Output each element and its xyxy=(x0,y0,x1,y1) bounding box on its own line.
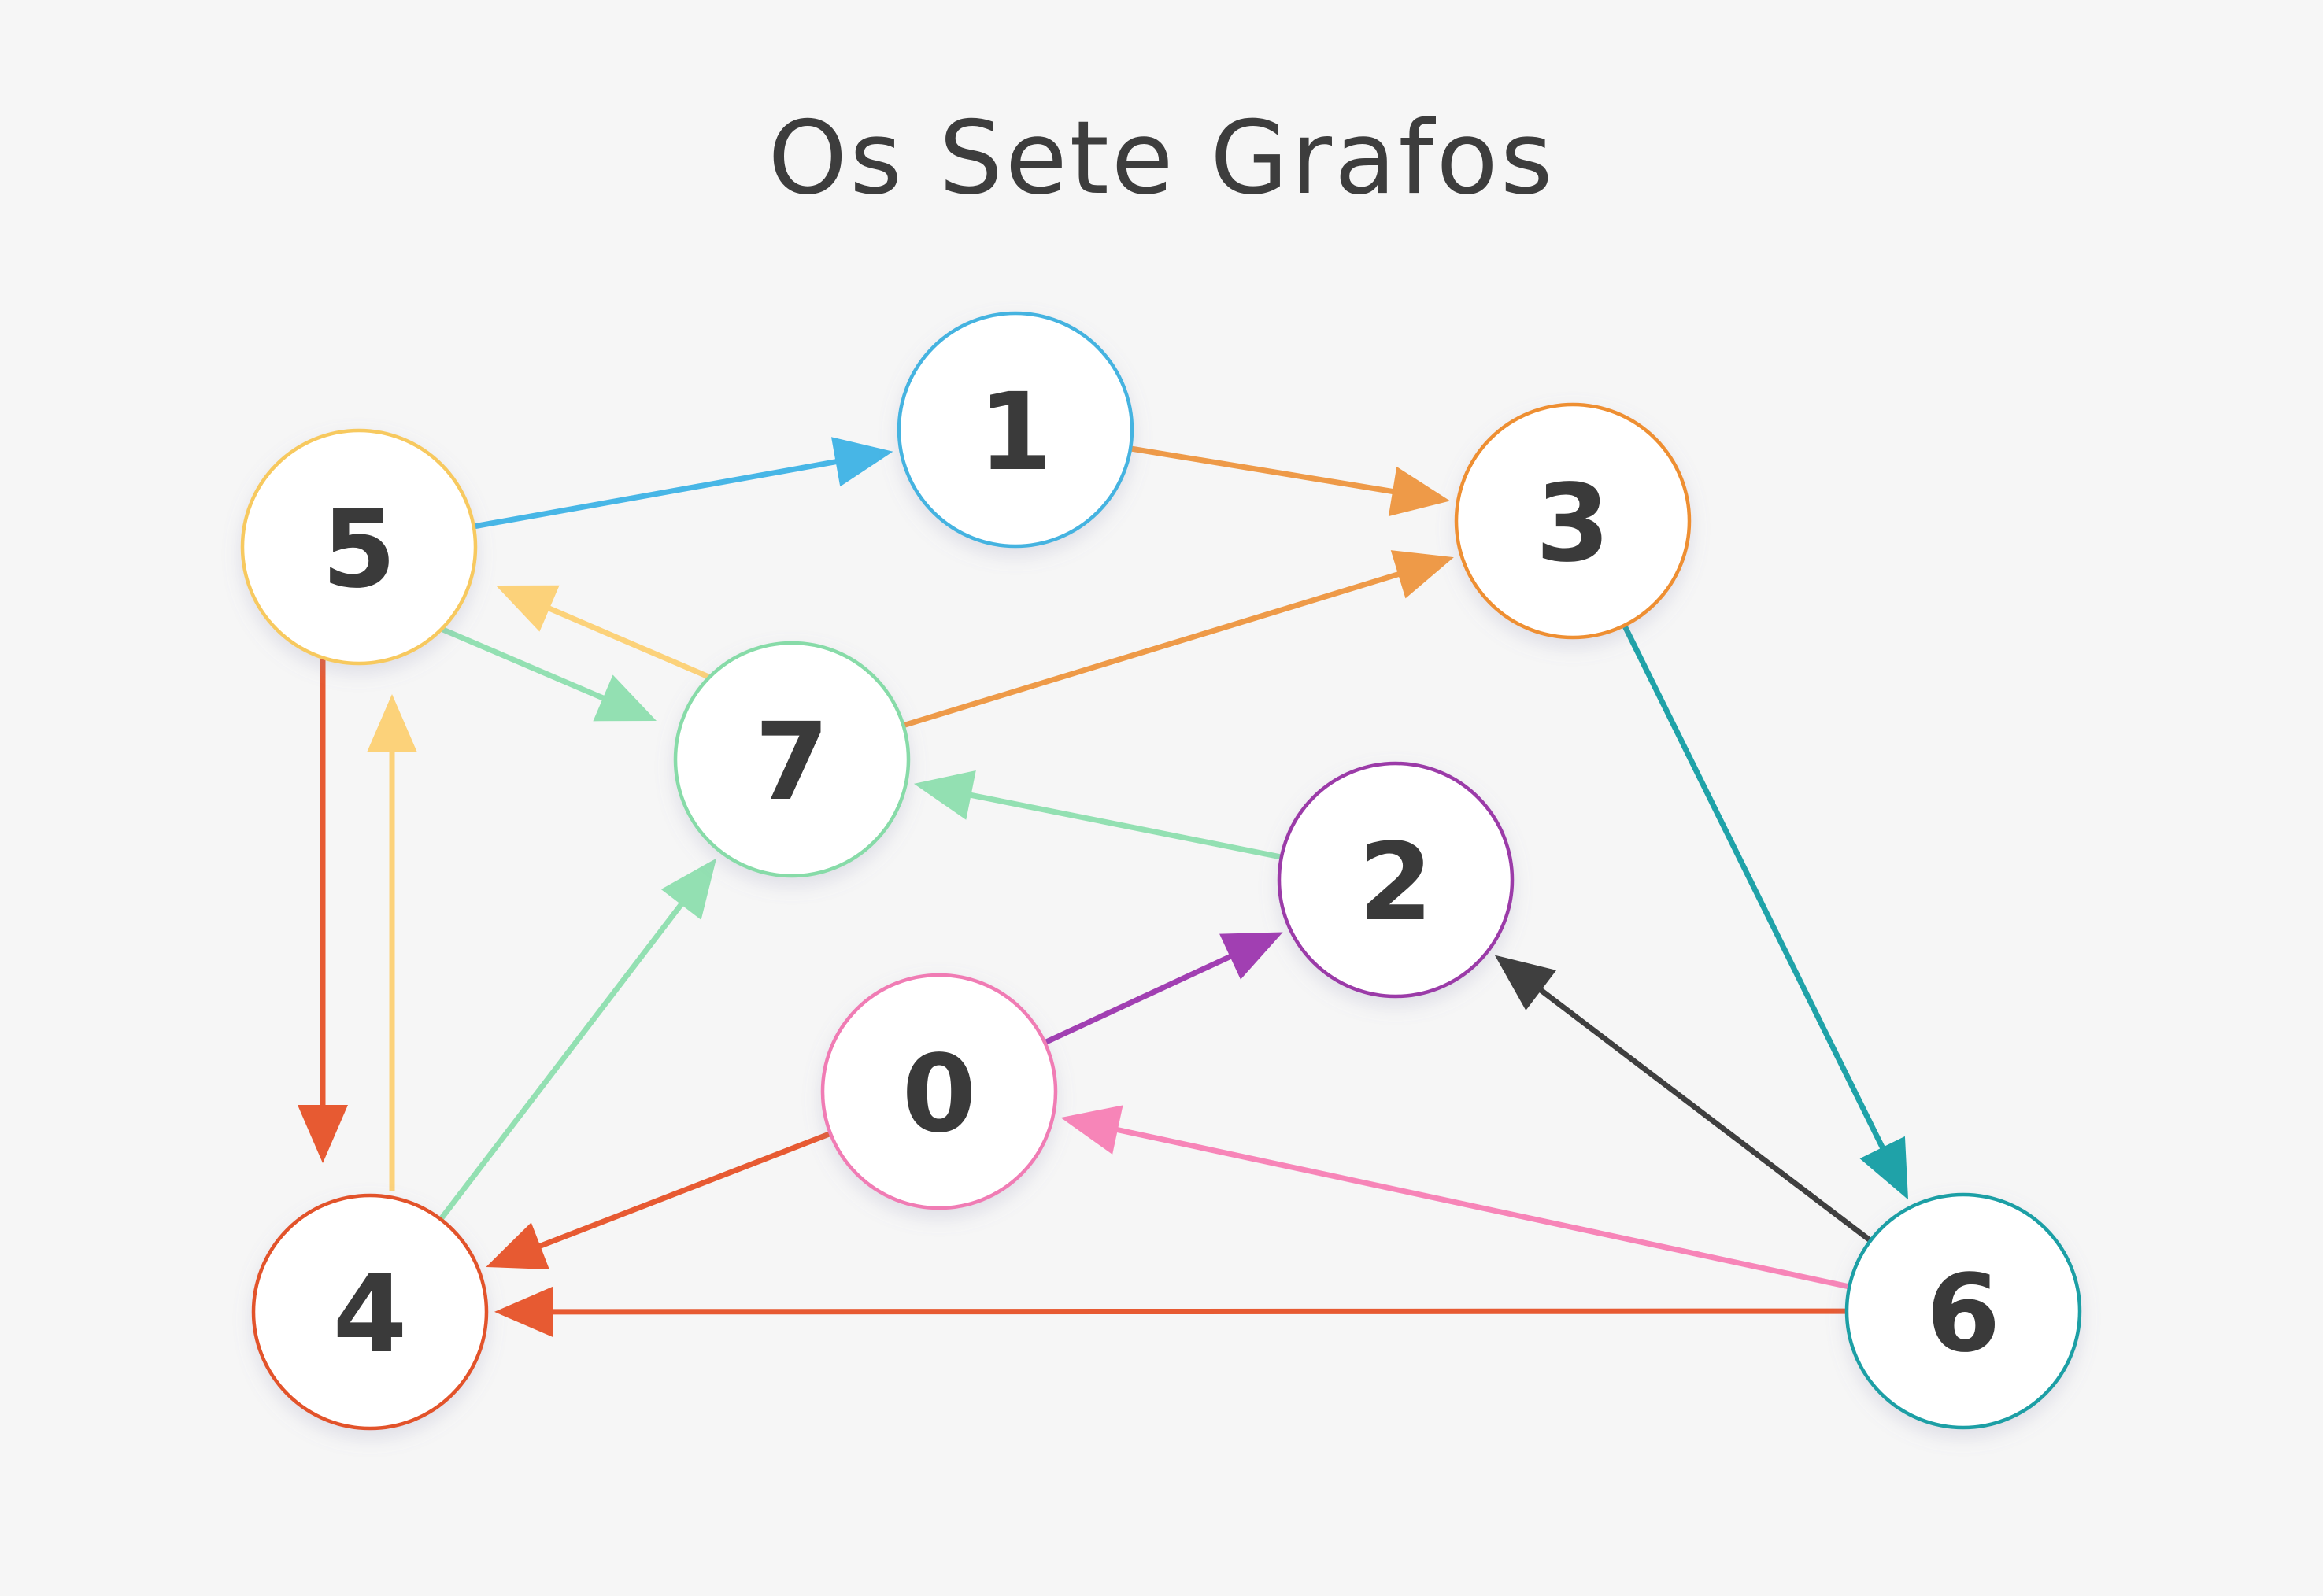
edges-layer xyxy=(298,437,1909,1337)
arrowhead xyxy=(367,694,417,752)
edge-0-to-2 xyxy=(1045,932,1283,1045)
node-circle xyxy=(1277,761,1515,999)
arrowhead xyxy=(1219,932,1283,980)
edge-line xyxy=(439,900,686,1220)
nodes-layer: 0 1 2 3 4 5 6 7 xyxy=(240,311,2082,1431)
arrowhead xyxy=(486,1222,549,1270)
arrowhead xyxy=(1060,1105,1123,1155)
edge-line xyxy=(1537,986,1871,1243)
node-circle xyxy=(673,641,911,878)
arrowhead xyxy=(593,674,657,722)
node-5: 5 xyxy=(240,428,478,666)
edge-2-to-7 xyxy=(913,770,1281,860)
node-circle xyxy=(251,1193,489,1431)
node-6: 6 xyxy=(1844,1192,2082,1430)
edge-3-to-6 xyxy=(1622,625,1909,1200)
page-title: Os Sete Grafos xyxy=(768,100,1555,217)
node-1: 1 xyxy=(897,311,1134,549)
edge-line xyxy=(536,1131,830,1250)
edge-4-to-7 xyxy=(439,858,717,1220)
node-circle xyxy=(1844,1192,2082,1430)
edge-line xyxy=(1114,1126,1849,1289)
node-label: 0 xyxy=(902,1033,977,1157)
edge-6-to-4 xyxy=(494,1286,1846,1337)
node-circle xyxy=(1454,402,1692,640)
node-0: 0 xyxy=(820,973,1058,1210)
arrowhead xyxy=(1494,955,1557,1010)
node-label: 1 xyxy=(978,371,1053,495)
arrowhead xyxy=(830,437,893,487)
edge-5-to-4 xyxy=(298,659,348,1163)
arrowhead xyxy=(913,770,976,820)
edge-line xyxy=(967,792,1281,860)
node-7: 7 xyxy=(673,641,911,878)
node-circle xyxy=(240,428,478,666)
node-label: 3 xyxy=(1536,462,1611,586)
edge-line xyxy=(545,604,714,682)
arrowhead xyxy=(298,1105,348,1163)
edge-5-to-7 xyxy=(438,625,657,722)
edge-5-to-1 xyxy=(475,437,893,530)
edge-line xyxy=(475,458,840,530)
edge-6-to-0 xyxy=(1060,1105,1849,1289)
edge-7-to-5 xyxy=(496,585,714,682)
arrowhead xyxy=(494,1286,553,1337)
node-label: 7 xyxy=(755,700,830,825)
edge-0-to-4 xyxy=(486,1131,830,1270)
node-label: 4 xyxy=(333,1253,408,1377)
edge-line xyxy=(549,1308,1846,1315)
node-circle xyxy=(897,311,1134,549)
edge-line xyxy=(438,625,608,702)
edge-4-to-5 xyxy=(367,694,417,1191)
arrowhead xyxy=(1859,1136,1909,1200)
edge-line xyxy=(904,571,1402,728)
node-circle xyxy=(820,973,1058,1210)
edge-line xyxy=(1622,625,1887,1152)
node-2: 2 xyxy=(1277,761,1515,999)
arrowhead xyxy=(1390,550,1454,599)
arrowhead xyxy=(660,858,717,920)
edge-line xyxy=(1045,952,1234,1045)
node-4: 4 xyxy=(251,1193,489,1431)
edge-line xyxy=(1131,445,1396,495)
arrowhead xyxy=(1388,466,1451,517)
edge-7-to-3 xyxy=(904,550,1454,728)
edge-1-to-3 xyxy=(1131,445,1451,517)
arrowhead xyxy=(496,585,560,632)
node-label: 5 xyxy=(322,488,397,612)
node-3: 3 xyxy=(1454,402,1692,640)
node-label: 6 xyxy=(1926,1252,2001,1376)
edge-6-to-2 xyxy=(1494,955,1871,1243)
node-label: 2 xyxy=(1359,821,1433,945)
